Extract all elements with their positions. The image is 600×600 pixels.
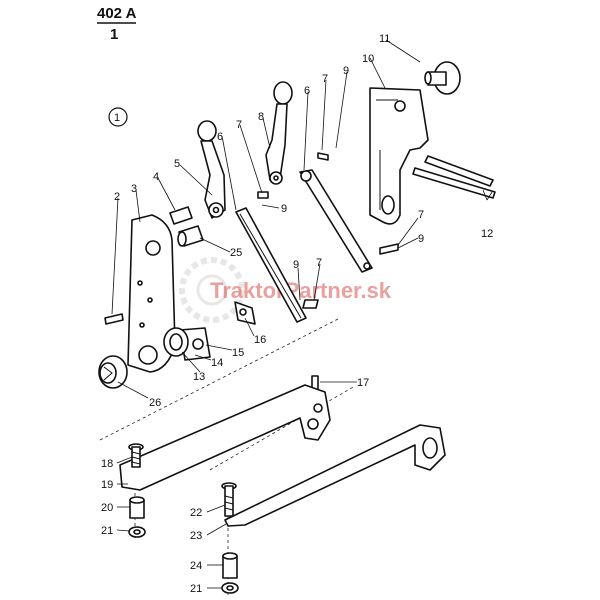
page-code: 402 A — [97, 5, 137, 22]
callout-9-right: 9 — [418, 233, 424, 245]
callout-18: 18 — [101, 458, 113, 470]
part-21-nut-upper — [128, 526, 146, 538]
part-23-lever-arm — [224, 424, 446, 527]
callout-15: 15 — [232, 347, 244, 359]
part-21-nut-lower — [221, 582, 239, 594]
callout-21-lower: 21 — [190, 583, 202, 595]
callout-11: 11 — [379, 33, 390, 45]
part-25-sleeve — [177, 225, 204, 247]
part-24-spacer — [222, 552, 238, 579]
part-16-bracket — [234, 301, 256, 325]
callout-7-top: 7 — [322, 73, 328, 85]
part-18-bolt — [128, 443, 144, 468]
leader-lines — [111, 39, 493, 589]
part-2-screw — [104, 313, 124, 325]
part-9-pins — [317, 152, 399, 255]
part-7-clips — [257, 191, 319, 309]
callout-12: 12 — [481, 228, 493, 240]
callout-17: 17 — [357, 377, 369, 389]
callout-6-right: 6 — [304, 85, 310, 97]
group-label: 1 — [114, 112, 120, 124]
callout-24: 24 — [190, 560, 202, 572]
callout-2: 2 — [114, 191, 120, 203]
callout-25: 25 — [230, 247, 242, 259]
callout-4: 4 — [153, 171, 159, 183]
callout-16: 16 — [254, 334, 266, 346]
part-26-roller — [98, 355, 128, 389]
sheet-number: 1 — [110, 26, 118, 43]
part-5-lever — [197, 120, 226, 219]
part-20-spacer — [129, 496, 145, 519]
part-6-middle-rod — [235, 207, 307, 323]
group-label-circle — [108, 107, 128, 127]
callout-9-mid: 9 — [281, 203, 287, 215]
callout-19: 19 — [101, 479, 113, 491]
callout-6-left: 6 — [217, 131, 223, 143]
part-13-spring-disc — [163, 327, 189, 357]
part-11-knob — [424, 61, 461, 95]
callout-9-lower: 9 — [293, 259, 299, 271]
part-19-lever-arm — [119, 384, 331, 491]
part-12-strips — [412, 155, 496, 199]
callout-7-lower: 7 — [316, 257, 322, 269]
watermark-gear — [179, 257, 245, 323]
callout-9-top: 9 — [343, 65, 349, 77]
callout-3: 3 — [131, 183, 137, 195]
callout-7-right: 7 — [418, 209, 424, 221]
callout-26: 26 — [149, 397, 161, 409]
watermark-text: TraktorPartner.sk — [210, 278, 392, 303]
part-8-lever — [265, 81, 293, 185]
callout-23: 23 — [190, 530, 202, 542]
callout-22: 22 — [190, 507, 202, 519]
callout-20: 20 — [101, 502, 113, 514]
part-6-link-rod — [299, 169, 373, 273]
callout-5: 5 — [174, 158, 180, 170]
part-4-bushing — [169, 206, 193, 225]
callout-8: 8 — [258, 111, 264, 123]
callouts: 11 10 9 7 6 8 6 7 5 4 3 2 9 12 7 9 25 9 … — [101, 33, 493, 595]
callout-21-upper: 21 — [101, 525, 113, 537]
callout-10: 10 — [362, 53, 374, 65]
part-22-bolt — [221, 482, 237, 517]
callout-14: 14 — [211, 357, 223, 369]
part-10-bracket — [369, 87, 429, 225]
callout-13: 13 — [193, 371, 205, 383]
callout-7-left: 7 — [236, 119, 242, 131]
